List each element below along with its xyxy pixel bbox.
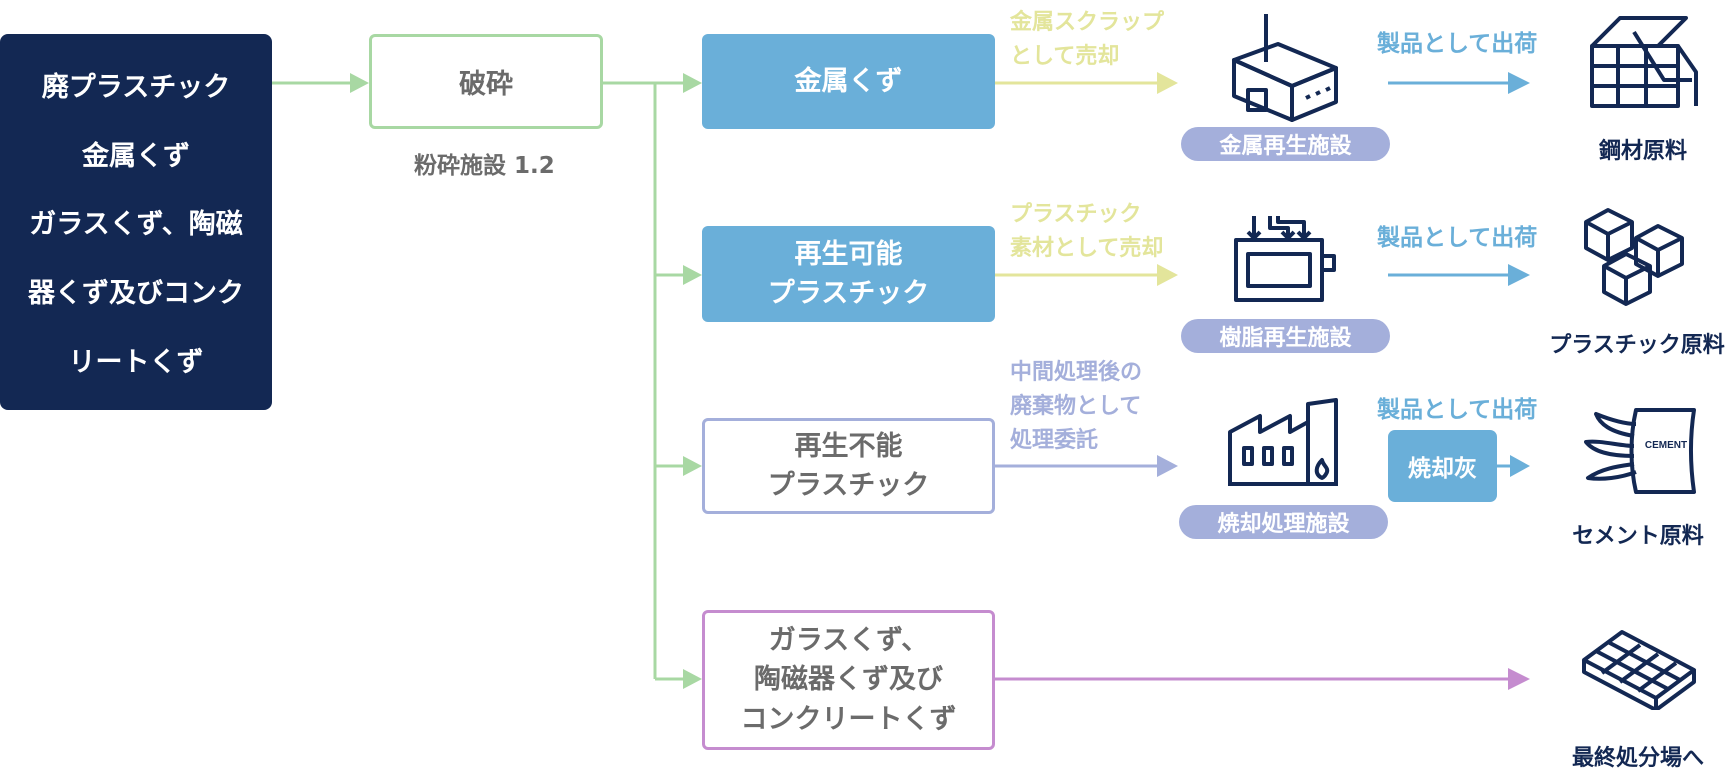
- category-glass-line-1: ガラスくず、: [768, 625, 929, 657]
- ship-label-1: 製品として出荷: [1377, 31, 1538, 57]
- product-final-disposal: 最終処分場へ: [1571, 746, 1704, 771]
- branch-arrowhead-recyclable: [683, 265, 702, 285]
- branch-arrowhead-glass: [683, 669, 702, 689]
- ship-arrowhead-3: [1510, 455, 1530, 477]
- product-plastic-material: プラスチック原料: [1549, 333, 1725, 358]
- cement-bag-label: CEMENT: [1645, 440, 1687, 451]
- facility-metal-recycling: 金属再生施設: [1181, 127, 1390, 161]
- landfill-arrowhead: [1508, 668, 1530, 690]
- incinerator-icon: [1228, 398, 1338, 486]
- incineration-ash-box: 焼却灰: [1388, 430, 1497, 502]
- category-glass-line-3: コンクリートくず: [740, 703, 957, 735]
- category-metal: 金属くず: [702, 34, 995, 129]
- cement-bags-icon: CEMENT: [1584, 408, 1696, 494]
- branch-arrowhead-nonrecyclable: [683, 456, 702, 476]
- source-box: 廃プラスチック 金属くず ガラスくず、陶磁 器くず及びコンク リートくず: [0, 34, 272, 410]
- category-nonrecyclable-line-2: プラスチック: [767, 470, 930, 501]
- route-label-metal-line-1: 金属スクラップ: [1010, 10, 1165, 35]
- route-label-consign: 中間処理後の 廃棄物として 処理委託: [1010, 356, 1142, 458]
- branch-arrowhead-metal: [683, 73, 702, 93]
- route-label-metal: 金属スクラップ として売却: [1010, 6, 1164, 74]
- route-label-plastic-line-1: プラスチック: [1010, 202, 1142, 227]
- source-line-1: 廃プラスチック: [41, 71, 231, 103]
- product-steel-material: 鋼材原料: [1598, 139, 1687, 164]
- consign-arrowhead: [1157, 455, 1178, 477]
- ship-label-2: 製品として出荷: [1377, 225, 1538, 251]
- route-label-consign-line-1: 中間処理後の: [1010, 360, 1143, 385]
- sale-arrowhead-plastic: [1157, 264, 1178, 286]
- route-label-consign-line-2: 廃棄物として: [1010, 394, 1142, 419]
- crush-box: 破砕: [369, 34, 603, 129]
- landfill-grid-icon: [1582, 630, 1696, 710]
- sale-arrowhead-metal: [1157, 72, 1178, 94]
- source-line-2: 金属くず: [82, 140, 190, 172]
- resin-factory-icon: [1234, 216, 1336, 302]
- crush-caption: 粉砕施設 1.2: [414, 153, 555, 179]
- route-label-consign-line-3: 処理委託: [1010, 428, 1099, 453]
- category-nonrecyclable-plastic: 再生不能 プラスチック: [702, 418, 995, 514]
- source-line-5: リートくず: [68, 347, 204, 379]
- category-glass-ceramics-concrete: ガラスくず、 陶磁器くず及び コンクリートくず: [702, 610, 995, 750]
- ship-arrowhead-1: [1508, 72, 1530, 94]
- category-recyclable-plastic: 再生可能 プラスチック: [702, 226, 995, 322]
- category-recyclable-line-1: 再生可能: [794, 238, 903, 270]
- route-label-metal-line-2: として売却: [1010, 44, 1120, 69]
- source-line-4: 器くず及びコンク: [28, 278, 244, 310]
- ship-arrowhead-2: [1508, 264, 1530, 286]
- facility-resin-recycling: 樹脂再生施設: [1181, 319, 1390, 353]
- product-cement-material: セメント原料: [1572, 524, 1704, 549]
- route-label-plastic: プラスチック 素材として売却: [1010, 198, 1163, 266]
- source-line-3: ガラスくず、陶磁: [29, 209, 243, 241]
- route-label-plastic-line-2: 素材として売却: [1010, 236, 1164, 261]
- category-metal-line-1: 金属くず: [794, 65, 903, 97]
- metal-factory-icon: [1232, 14, 1338, 122]
- category-glass-line-2: 陶磁器くず及び: [754, 664, 943, 696]
- facility-incineration: 焼却処理施設: [1179, 505, 1388, 539]
- plastic-cubes-icon: [1584, 208, 1684, 306]
- category-nonrecyclable-line-1: 再生不能: [794, 430, 903, 462]
- steel-beams-icon: [1590, 16, 1698, 108]
- category-recyclable-line-2: プラスチック: [767, 278, 930, 309]
- ship-label-3: 製品として出荷: [1377, 397, 1538, 423]
- source-to-crush-arrowhead: [350, 73, 369, 93]
